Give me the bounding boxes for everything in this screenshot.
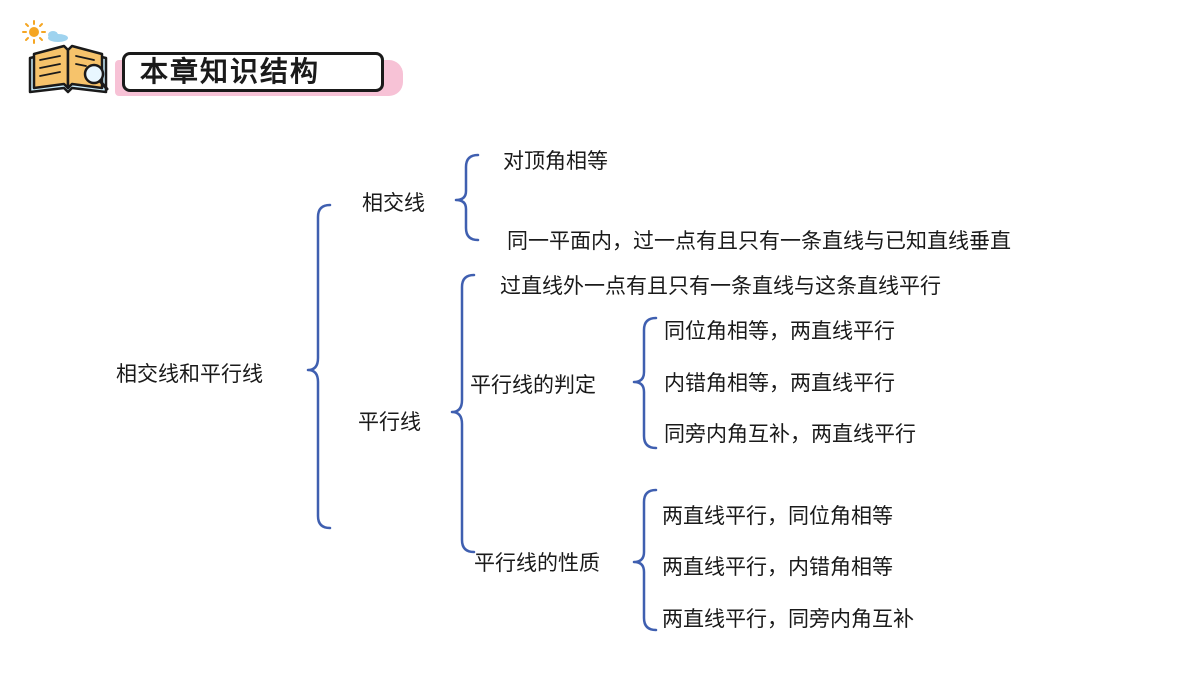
page-title: 本章知识结构 — [140, 55, 321, 88]
criteria-label: 平行线的判定 — [470, 373, 596, 397]
root-brace — [306, 203, 332, 530]
intersecting-item-2: 同一平面内，过一点有且只有一条直线与已知直线垂直 — [507, 229, 1011, 253]
root-label: 相交线和平行线 — [116, 362, 263, 386]
sun-icon — [22, 20, 46, 44]
open-book-with-magnifier-icon — [28, 44, 109, 94]
parallel-label: 平行线 — [358, 410, 421, 434]
criteria-item-1: 同位角相等，两直线平行 — [664, 319, 895, 343]
criteria-brace — [632, 316, 658, 450]
properties-item-3: 两直线平行，同旁内角互补 — [662, 607, 914, 631]
title-box — [122, 52, 384, 92]
cloud-icon — [48, 31, 68, 42]
criteria-item-3: 同旁内角互补，两直线平行 — [664, 422, 916, 446]
properties-label: 平行线的性质 — [474, 551, 600, 575]
intersecting-brace — [454, 153, 480, 242]
intersecting-item-1: 对顶角相等 — [503, 149, 608, 173]
parallel-brace — [450, 273, 476, 554]
intersecting-label: 相交线 — [362, 191, 425, 215]
criteria-item-2: 内错角相等，两直线平行 — [664, 371, 895, 395]
properties-item-1: 两直线平行，同位角相等 — [662, 504, 893, 528]
header-decoration — [22, 20, 109, 94]
properties-item-2: 两直线平行，内错角相等 — [662, 555, 893, 579]
properties-brace — [632, 488, 658, 632]
parallel-axiom: 过直线外一点有且只有一条直线与这条直线平行 — [500, 274, 941, 298]
